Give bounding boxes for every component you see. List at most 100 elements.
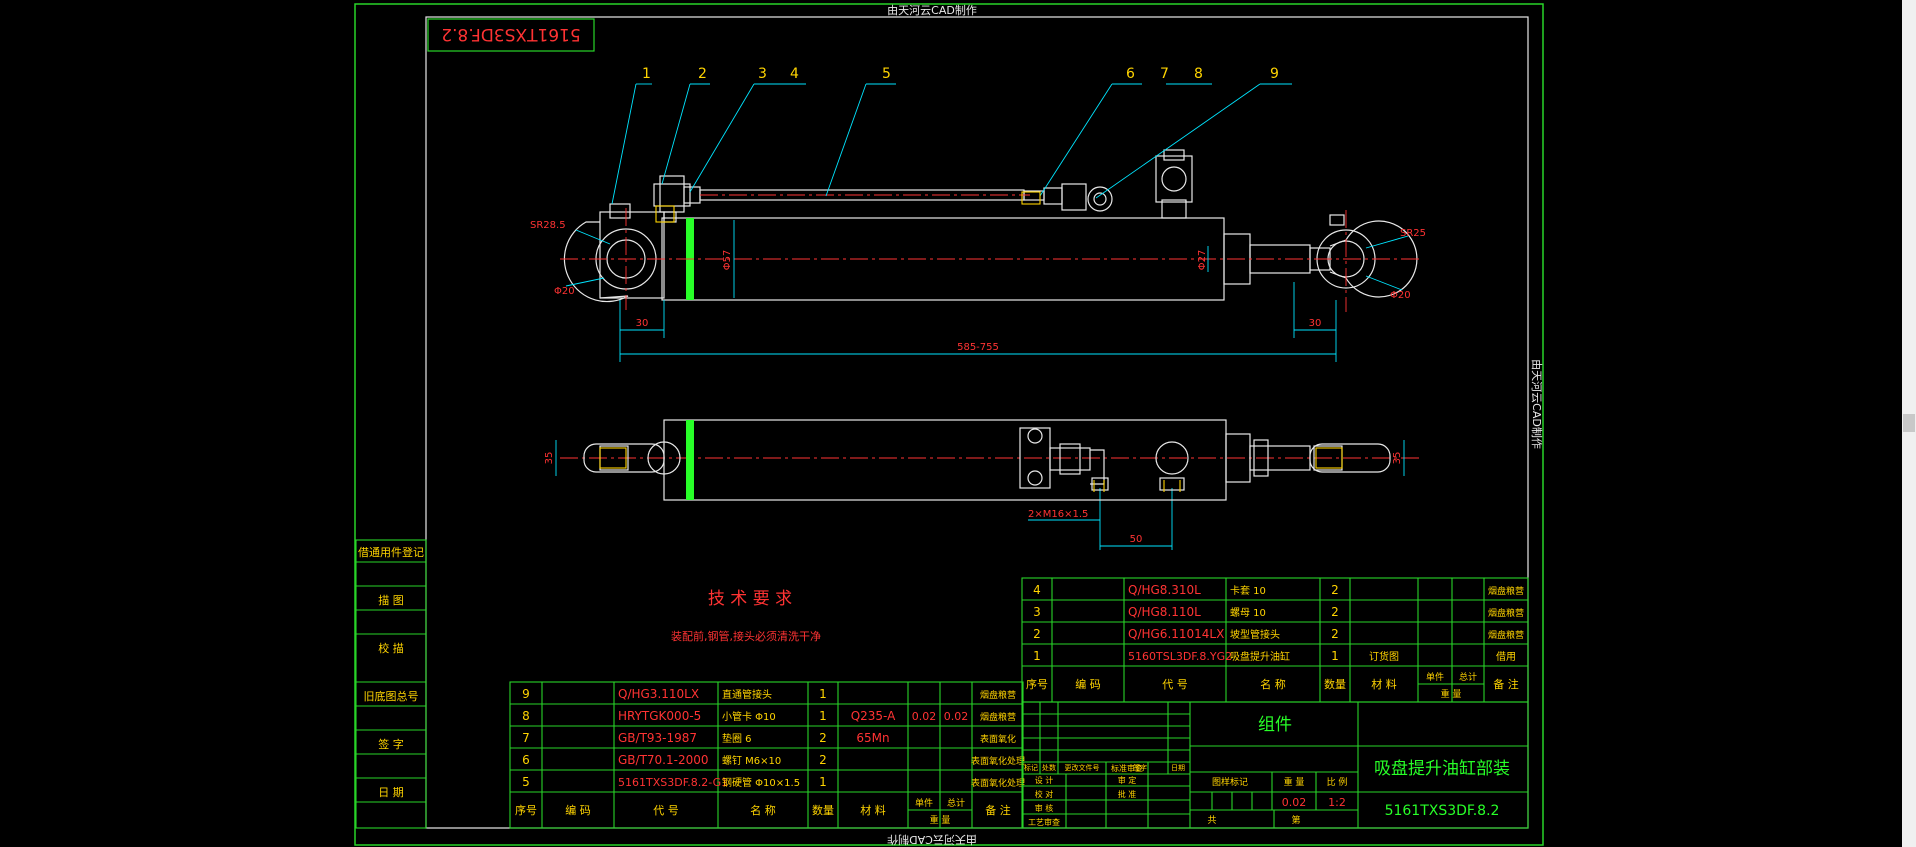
title-scale-label: 比 例	[1327, 776, 1348, 788]
svg-text:垫圈 6: 垫圈 6	[722, 732, 752, 745]
drawing-no-box-mirrored	[427, 18, 595, 52]
svg-text:1: 1	[819, 775, 827, 789]
sign-row-4: 日期	[1171, 764, 1185, 772]
svg-text:名 称: 名 称	[750, 803, 776, 817]
title-weight-label: 重 量	[1284, 776, 1305, 788]
svg-text:坡型管接头: 坡型管接头	[1230, 628, 1280, 641]
svg-text:2: 2	[819, 753, 827, 767]
svg-text:总计: 总计	[1459, 671, 1477, 683]
svg-text:2: 2	[819, 731, 827, 745]
role2-1: 审 定	[1118, 775, 1137, 785]
svg-text:Q235-A: Q235-A	[851, 709, 896, 723]
svg-text:吸盘提升油缸: 吸盘提升油缸	[1230, 650, 1290, 663]
leader-1: 1	[642, 66, 651, 82]
title-name: 吸盘提升油缸部装	[1374, 758, 1510, 779]
reg-label-0: 借通用件登记	[358, 545, 424, 559]
svg-text:2: 2	[1033, 627, 1041, 641]
svg-text:总计: 总计	[947, 797, 965, 809]
svg-text:表面氧化处理: 表面氧化处理	[971, 777, 1025, 789]
upper-parts-grid	[1021, 577, 1529, 703]
svg-text:备 注: 备 注	[1493, 677, 1519, 691]
svg-text:表面氧化处理: 表面氧化处理	[971, 755, 1025, 767]
svg-text:GB/T70.1-2000: GB/T70.1-2000	[618, 753, 709, 767]
svg-text:2: 2	[1331, 627, 1339, 641]
svg-text:代 号: 代 号	[653, 804, 679, 817]
svg-text:GB/T93-1987: GB/T93-1987	[618, 731, 697, 745]
svg-text:序号: 序号	[515, 803, 537, 817]
svg-text:直通管接头: 直通管接头	[722, 688, 772, 701]
registration-labels: 借通用件登记 描 图 校 描 旧底图总号 签 字 日 期	[358, 545, 424, 799]
title-block-grid	[1021, 701, 1529, 829]
svg-text:HRYTGK000-5: HRYTGK000-5	[618, 709, 701, 723]
svg-text:重 量: 重 量	[930, 814, 951, 826]
leader-2: 2	[698, 66, 707, 82]
upper-row-4: 4 Q/HG8.310L 卡套 10 2 烟盘粮营	[1033, 583, 1524, 597]
leader-8: 8	[1194, 66, 1203, 82]
lower-row-9: 9 Q/HG3.110LX 直通管接头 1 烟盘粮营	[522, 687, 1016, 701]
inner-frame	[425, 16, 1529, 829]
lower-row-8: 8 HRYTGK000-5 小管卡 Φ10 1 Q235-A 0.02 0.02…	[522, 709, 1016, 723]
sign-row-2: 更改文件号	[1065, 763, 1100, 772]
title-stage-mark: 图样标记	[1212, 776, 1248, 788]
svg-text:编 码: 编 码	[565, 803, 591, 817]
role2-0: 标准审查	[1111, 763, 1143, 773]
role-0: 设 计	[1035, 775, 1054, 785]
svg-text:3: 3	[1033, 605, 1041, 619]
lower-row-6: 6 GB/T70.1-2000 螺钉 M6×10 2 表面氧化处理	[522, 753, 1025, 767]
leader-numbers: 1 2 3 4 5 6 7 8 9	[642, 66, 1279, 82]
registration-column	[355, 539, 427, 829]
svg-text:借用: 借用	[1496, 651, 1516, 663]
svg-text:表面氧化: 表面氧化	[980, 733, 1016, 745]
dim-ports: 2×M16×1.5	[1028, 509, 1088, 520]
svg-text:1: 1	[1331, 649, 1339, 663]
side-view-fittings	[599, 191, 1343, 492]
svg-text:数量: 数量	[1324, 678, 1346, 691]
title-block-text: 组件 吸盘提升油缸部装 5161TXS3DF.8.2 图样标记 重 量 比 例 …	[1024, 715, 1510, 827]
dimension-labels: SR28.5 Φ20 Φ57 Φ27 SR25 Φ20 30 30 585-75…	[530, 220, 1426, 545]
upper-header-row: 序号 编 码 代 号 名 称 数量 材 料 单件 总计 重 量 备 注	[1026, 671, 1519, 700]
svg-text:卡套 10: 卡套 10	[1230, 584, 1266, 597]
dim-side-left: 35	[544, 452, 555, 465]
svg-text:0.02: 0.02	[912, 710, 937, 723]
leader-5: 5	[882, 66, 891, 82]
svg-text:2: 2	[1331, 605, 1339, 619]
svg-text:数量: 数量	[812, 804, 834, 817]
svg-text:编 码: 编 码	[1075, 677, 1101, 691]
svg-text:2: 2	[1331, 583, 1339, 597]
svg-text:Q/HG3.110LX: Q/HG3.110LX	[618, 687, 699, 701]
svg-text:单件: 单件	[915, 797, 933, 809]
svg-text:Q/HG6.11014LX: Q/HG6.11014LX	[1128, 627, 1224, 641]
lower-header-row: 序号 编 码 代 号 名 称 数量 材 料 单件 总计 重 量 备 注	[515, 797, 1011, 826]
role2-2: 批 准	[1118, 789, 1137, 799]
title-drawing-no: 5161TXS3DF.8.2	[1385, 803, 1500, 819]
watermark-bottom: 由天河云CAD制作	[887, 833, 977, 847]
svg-text:订货图: 订货图	[1369, 650, 1399, 663]
svg-text:6: 6	[522, 753, 530, 767]
dim-phi-left: Φ20	[554, 286, 575, 297]
svg-text:序号: 序号	[1026, 677, 1048, 691]
outer-frame	[354, 3, 1544, 846]
dim-sr-left: SR28.5	[530, 220, 566, 231]
watermark-top: 由天河云CAD制作	[887, 3, 977, 17]
svg-text:1: 1	[1033, 649, 1041, 663]
upper-parts-list: 4 Q/HG8.310L 卡套 10 2 烟盘粮营 3 Q/HG8.110L 螺…	[1026, 583, 1524, 700]
svg-text:烟盘粮营: 烟盘粮营	[980, 689, 1016, 701]
title-sheets: 共	[1207, 815, 1216, 826]
scrollbar-thumb[interactable]	[1903, 414, 1915, 432]
dim-sr-right: SR25	[1400, 228, 1426, 239]
leader-4: 4	[790, 66, 799, 82]
svg-text:5: 5	[522, 775, 530, 789]
svg-text:螺母 10: 螺母 10	[1230, 607, 1266, 619]
svg-text:钢硬管 Φ10×1.5: 钢硬管 Φ10×1.5	[722, 776, 800, 789]
svg-text:烟盘粮营: 烟盘粮营	[980, 711, 1016, 723]
upper-row-3: 3 Q/HG8.110L 螺母 10 2 烟盘粮营	[1033, 605, 1524, 619]
watermark-right: 由天河云CAD制作	[1530, 359, 1544, 449]
lower-parts-list: 9 Q/HG3.110LX 直通管接头 1 烟盘粮营 8 HRYTGK000-5…	[515, 687, 1025, 826]
svg-text:5160TSL3DF.8.YG2: 5160TSL3DF.8.YG2	[1128, 650, 1232, 663]
svg-text:1: 1	[819, 709, 827, 723]
lower-row-5: 5 5161TXS3DF.8.2-G1 钢硬管 Φ10×1.5 1 表面氧化处理	[522, 775, 1025, 789]
sign-row-1: 处数	[1042, 763, 1056, 772]
tech-title: 技 术 要 求	[708, 589, 792, 609]
dim-left-eye: 30	[636, 318, 649, 329]
svg-text:Q/HG8.310L: Q/HG8.310L	[1128, 583, 1201, 597]
